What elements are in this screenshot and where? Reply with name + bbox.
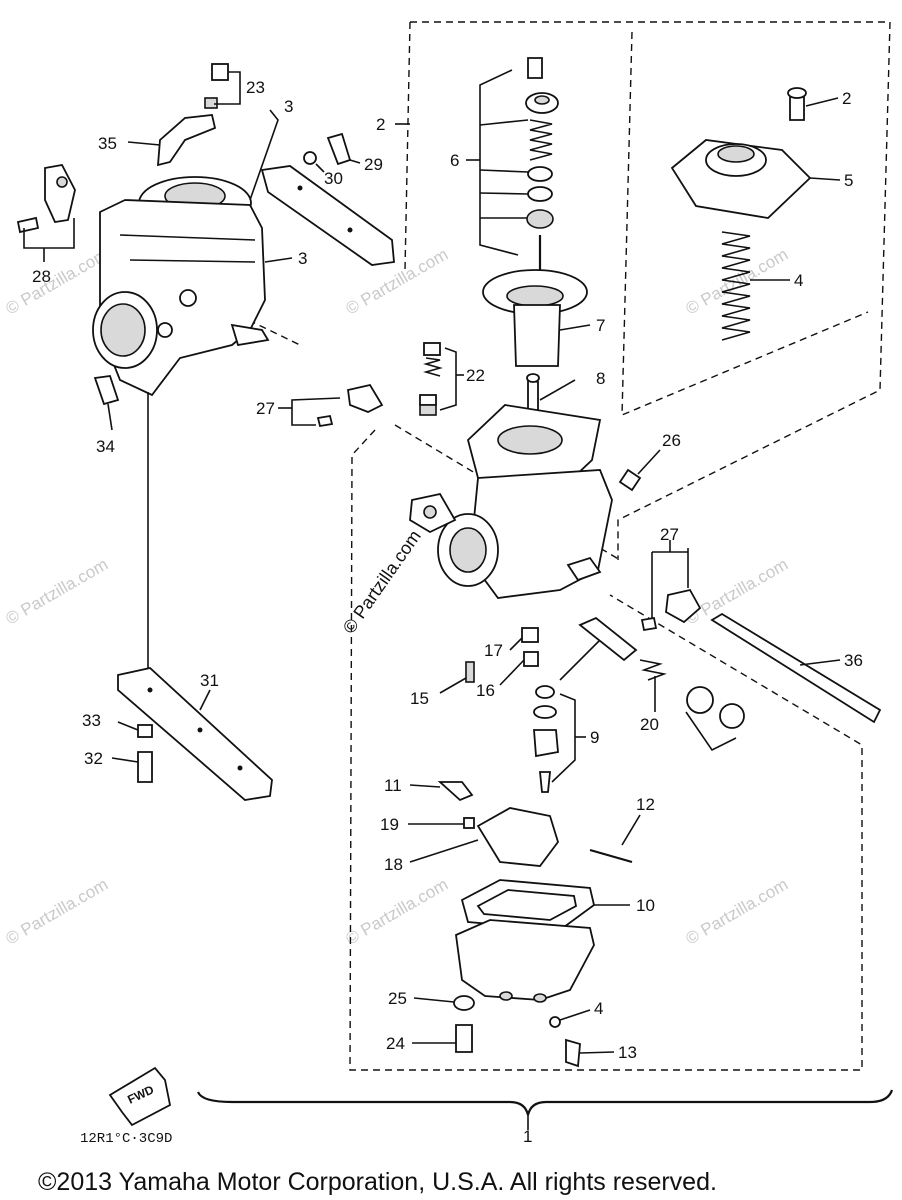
- watermark: © Partzilla.com: [683, 875, 792, 949]
- callout-15: 15: [410, 689, 429, 708]
- pilot-screw-assembly: [559, 616, 745, 752]
- callout-1: 1: [523, 1127, 532, 1146]
- callout-6: 6: [450, 151, 459, 170]
- callout-23: 23: [246, 78, 265, 97]
- cap-assembly: [670, 87, 812, 341]
- callout-34: 34: [96, 437, 115, 456]
- callout-19: 19: [380, 815, 399, 834]
- callout-26: 26: [662, 431, 681, 450]
- callout-33: 33: [82, 711, 101, 730]
- callout-20: 20: [640, 715, 659, 734]
- callout-4: 4: [594, 999, 603, 1018]
- callout-29: 29: [364, 155, 383, 174]
- callout-5: 5: [844, 171, 853, 190]
- callout-30: 30: [324, 169, 343, 188]
- watermark: © Partzilla.com: [3, 555, 112, 629]
- fwd-arrow: FWD: [108, 1066, 172, 1127]
- callout-2: 2: [376, 115, 385, 134]
- boundary-cap: [621, 31, 869, 417]
- copyright-footer: ©2013 Yamaha Motor Corporation, U.S.A. A…: [38, 1168, 717, 1196]
- shaft-assembly: [640, 548, 882, 724]
- boundary-2: [410, 21, 891, 560]
- drawing-code: 12R1°C·3C9D: [80, 1131, 172, 1147]
- bracket-1: [196, 1089, 894, 1116]
- callout-7: 7: [596, 316, 605, 335]
- watermark: © Partzilla.com: [3, 245, 112, 319]
- left-carburetor-assembly: [16, 63, 395, 406]
- callout-27: 27: [660, 525, 679, 544]
- callout-13: 13: [618, 1043, 637, 1062]
- watermark: © Partzilla.com: [343, 875, 452, 949]
- main-body-assembly: [291, 342, 642, 599]
- callout-16: 16: [476, 681, 495, 700]
- callout-3: 3: [298, 249, 307, 268]
- callout-36: 36: [844, 651, 863, 670]
- bracket-31: [117, 392, 273, 801]
- callout-8: 8: [596, 369, 605, 388]
- callout-11: 11: [384, 776, 402, 795]
- callout-2: 2: [842, 89, 851, 108]
- watermark: © Partzilla.com: [683, 555, 792, 629]
- callout-9: 9: [590, 728, 599, 747]
- callout-18: 18: [384, 855, 403, 874]
- callout-25: 25: [388, 989, 407, 1008]
- callout-28: 28: [32, 267, 51, 286]
- callout-labels: 2 6 7 8 2 5 4 23 3 35 29 30 3 28 34 22 2…: [32, 78, 863, 1146]
- leader-lines: [23, 71, 841, 1054]
- piston-assembly: [479, 57, 588, 426]
- watermark: © Partzilla.com: [3, 875, 112, 949]
- callout-35: 35: [98, 134, 117, 153]
- boundary-1: [349, 429, 863, 1071]
- callout-17: 17: [484, 641, 503, 660]
- callout-12: 12: [636, 795, 655, 814]
- callout-3: 3: [284, 97, 293, 116]
- callout-22: 22: [466, 366, 485, 385]
- boundary-2-left: [404, 21, 411, 271]
- float-assembly: [437, 627, 633, 1068]
- callout-24: 24: [386, 1034, 405, 1053]
- callout-27: 27: [256, 399, 275, 418]
- callout-4: 4: [794, 271, 803, 290]
- callout-31: 31: [200, 671, 219, 690]
- callout-32: 32: [84, 749, 103, 768]
- callout-10: 10: [636, 896, 655, 915]
